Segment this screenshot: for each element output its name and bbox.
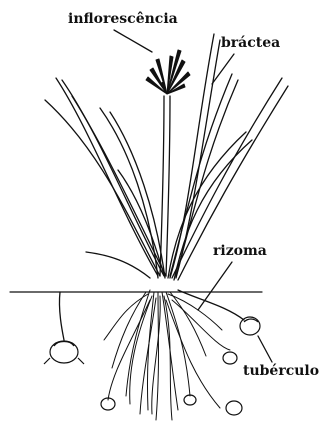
stem (166, 96, 170, 276)
tuber-root-4 (184, 395, 196, 405)
label-inflorescence: inflorescência (68, 12, 178, 26)
inflorescence-spikes (146, 50, 190, 94)
leader-inflorescence (114, 30, 152, 52)
tuber-left (50, 341, 78, 363)
tuber-right-top (240, 317, 260, 335)
tuber-root-3 (226, 401, 242, 415)
tuber-root-2 (223, 352, 237, 364)
rhizome-strand (178, 290, 244, 320)
label-rhizome: rizoma (213, 244, 267, 258)
leader-rhizome (198, 262, 232, 310)
roots (104, 290, 230, 420)
stem (160, 96, 164, 276)
label-bract: bráctea (221, 36, 280, 50)
leader-tuber (258, 336, 272, 362)
rhizome-strand (59, 292, 64, 340)
label-tuber: tubérculo (243, 364, 319, 378)
